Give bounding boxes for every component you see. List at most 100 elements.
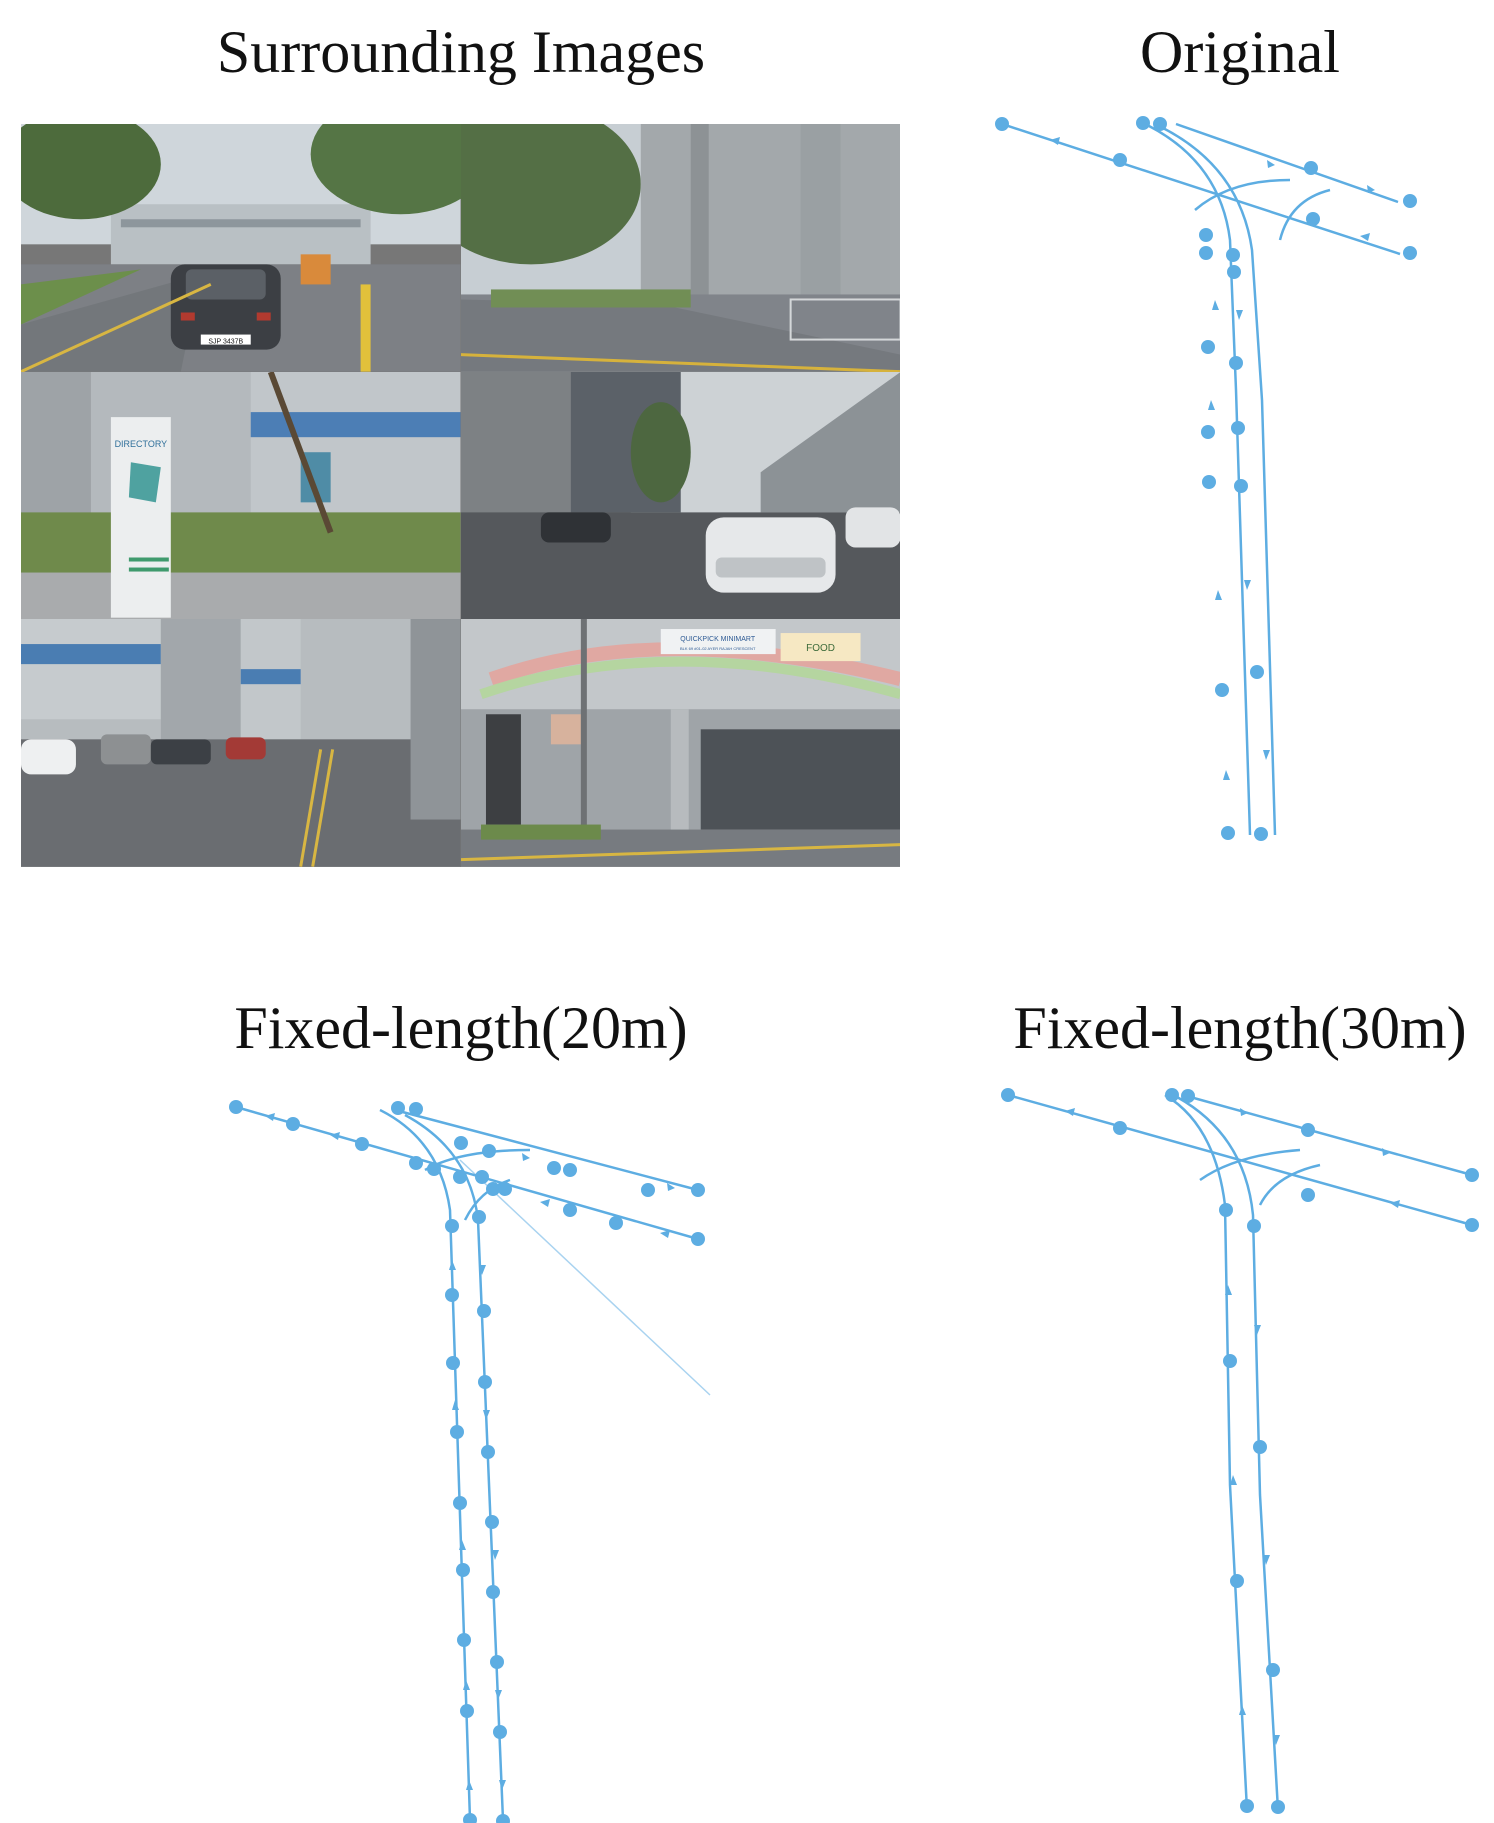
lane-lines [235,1105,699,1821]
camera-view-1: SJP 3437B [21,124,461,372]
lane-points [1001,1088,1479,1814]
lane-point [496,1814,510,1823]
lane-point [1221,826,1235,840]
direction-arrow [1225,1285,1232,1295]
direction-arrow [495,1690,502,1700]
lane-point [1304,161,1318,175]
direction-arrow [1239,1705,1246,1715]
direction-arrow [466,1780,473,1790]
lane-point [391,1101,405,1115]
camera-view-3-image: DIRECTORY [21,371,461,620]
lane-point [1181,1089,1195,1103]
direction-arrow [1236,310,1243,320]
direction-arrow [1208,400,1215,410]
direction-arrow [1267,160,1275,168]
lane-point [1465,1168,1479,1182]
direction-arrow [492,1550,499,1560]
lane-curve-right [1258,1163,1321,1206]
lane-curve-left [424,1148,531,1172]
lane-point [1199,228,1213,242]
lane-point [547,1161,561,1175]
lane-point [450,1425,464,1439]
camera-view-1-image: SJP 3437B [21,124,461,372]
map-original [995,116,1417,841]
lane-curve-right [1278,188,1331,241]
lane-point [1227,265,1241,279]
lane-point [1202,475,1216,489]
direction-arrow [540,1199,550,1207]
direction-arrow [1223,770,1230,780]
lane-point [472,1210,486,1224]
lane-point [490,1655,504,1669]
map-fixed-length-20m-panel [220,1090,720,1823]
lane-horizontal-lower [1001,122,1401,256]
camera-view-6-image: QUICKPICK MINIMART BLK 69 #01-02 AYER RA… [460,619,900,867]
direction-arrows [1065,1108,1400,1745]
lane-point [1219,1203,1233,1217]
lane-point [463,1813,477,1823]
lane-point [1113,153,1127,167]
food-sign-text: FOOD [806,643,835,654]
lane-point [1271,1800,1285,1814]
direction-arrow [1263,1555,1270,1565]
lane-point [1247,1219,1261,1233]
lane-vertical-left [1142,121,1252,836]
camera-view-2-image [460,124,900,372]
camera-view-5-image [21,619,461,867]
lane-horizontal-upper [1182,1093,1473,1177]
lane-point [1215,683,1229,697]
map-fixed-length-20m [229,1100,711,1823]
title-fixed-length-20m: Fixed-length(20m) [234,995,688,1061]
lane-point [1403,246,1417,260]
direction-arrow [1382,1148,1390,1156]
lane-point [493,1725,507,1739]
lane-point [1250,665,1264,679]
lane-point [1153,117,1167,131]
lane-curve-left [1199,1148,1301,1182]
lane-point [477,1304,491,1318]
camera-view-5 [21,619,461,867]
lane-points [995,116,1417,841]
lane-point [1254,827,1268,841]
lane-point [1465,1218,1479,1232]
lane-point [498,1182,512,1196]
lane-point [453,1496,467,1510]
direction-arrow [667,1183,675,1191]
lane-point [1301,1123,1315,1137]
lane-point [1266,1663,1280,1677]
lane-point [563,1203,577,1217]
direction-arrow [1065,1108,1075,1116]
lane-point [1001,1088,1015,1102]
direction-arrow [1367,185,1375,193]
lane-vertical-right [1156,123,1277,836]
lane-point [475,1170,489,1184]
lane-vertical-left [379,1108,472,1821]
faint-stray-line [459,1159,711,1396]
lane-curve-right [463,1178,511,1221]
lane-point [1306,212,1320,226]
lane-point [1229,356,1243,370]
direction-arrow [449,1260,456,1270]
direction-arrow [522,1153,530,1161]
lane-point [691,1232,705,1246]
lane-point [1136,116,1150,130]
lane-point [1226,248,1240,262]
lane-point [1234,479,1248,493]
lane-point [1403,194,1417,208]
license-plate-text: SJP 3437B [208,339,243,346]
lane-horizontal-upper [1175,122,1399,204]
direction-arrow [1230,1475,1237,1485]
direction-arrow [452,1400,459,1410]
lane-point [460,1704,474,1718]
direction-arrow [459,1540,466,1550]
direction-arrow [1254,1325,1261,1335]
lane-horizontal-upper [394,1108,699,1192]
lane-lines [1007,1093,1473,1811]
lane-point [409,1156,423,1170]
camera-view-2 [460,124,900,372]
lane-point [355,1137,369,1151]
lane-point [486,1585,500,1599]
lane-point [1113,1121,1127,1135]
lane-point [482,1144,496,1158]
minimart-sign-text: QUICKPICK MINIMART [680,636,756,643]
